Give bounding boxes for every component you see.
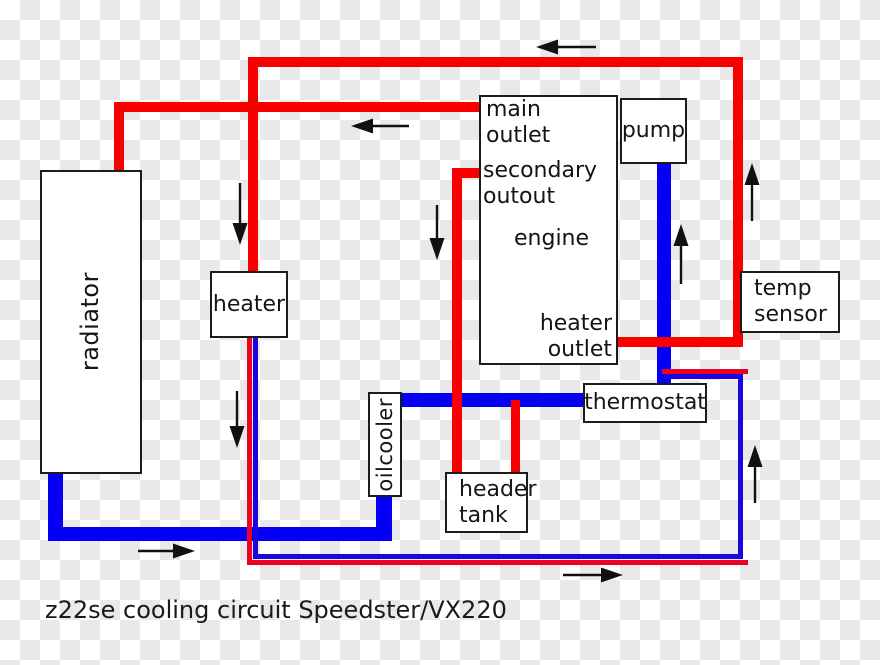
node-engine	[479, 95, 618, 365]
node-oilcooler: oilcooler	[368, 392, 402, 497]
engine-port-main-outlet: main outlet	[486, 97, 551, 148]
pipe-red-heater-outlet	[618, 337, 743, 347]
node-header-tank: header tank	[445, 472, 537, 533]
node-temp-sensor-label: temp sensor	[754, 276, 827, 327]
node-pump: pump	[620, 98, 687, 164]
flow-arrow-left-main-icon	[351, 118, 409, 134]
pipe-thinblue-heater-return	[253, 338, 258, 559]
flow-arrow-up-bottomright-icon	[747, 445, 763, 503]
pipe-thinred-bottom	[247, 560, 748, 565]
pipe-thinblue-right-up	[738, 374, 743, 559]
pipe-red-main-outlet	[114, 102, 479, 112]
pipe-blue-bottom	[48, 527, 392, 541]
flow-arrow-up-right-icon	[744, 163, 760, 221]
node-thermostat-label: thermostat	[584, 390, 706, 416]
flow-arrow-down-secondary-icon	[429, 205, 445, 260]
node-temp-sensor: temp sensor	[740, 271, 840, 333]
node-pump-label: pump	[621, 118, 686, 144]
node-heater-label: heater	[212, 291, 286, 317]
pipe-red-right-down	[733, 57, 743, 347]
node-radiator: radiator	[40, 170, 142, 474]
pipe-thinblue-thermo-link	[664, 374, 743, 379]
engine-title: engine	[514, 226, 590, 251]
node-thermostat: thermostat	[583, 383, 707, 423]
pipe-thinred-heater-return	[247, 338, 252, 565]
flow-arrow-left-top-icon	[536, 39, 596, 55]
pipe-thinred-thermo-link	[662, 369, 748, 374]
node-radiator-label: radiator	[76, 272, 105, 372]
pipe-blue-oilcooler-thermostat	[398, 393, 585, 407]
pipe-red-heater-feed	[248, 57, 258, 271]
flow-arrow-right-return-icon	[563, 567, 623, 583]
pipe-red-header-tank	[511, 400, 520, 472]
pipe-red-secondary-h	[452, 168, 480, 178]
engine-port-heater-outlet: heater outlet	[539, 311, 612, 362]
pipe-red-top	[248, 57, 743, 67]
pipe-blue-radiator-down	[48, 474, 63, 541]
flow-arrow-up-pump-icon	[673, 224, 689, 284]
pipe-blue-pump-down	[657, 163, 671, 384]
node-oilcooler-label: oilcooler	[372, 397, 397, 492]
diagram-caption: z22se cooling circuit Speedster/VX220	[45, 596, 507, 624]
node-header-tank-label: header tank	[459, 476, 537, 528]
flow-arrow-down-heater-icon	[232, 183, 248, 245]
pipe-red-radiator-feed	[114, 102, 124, 170]
pipe-thinblue-bottom	[253, 554, 743, 559]
flow-arrow-down-radreturn-icon	[229, 391, 245, 448]
flow-arrow-right-bottom-icon	[138, 543, 195, 559]
engine-port-secondary-outout: secondary outout	[483, 158, 598, 209]
node-heater: heater	[210, 271, 288, 338]
pipe-red-secondary-down	[452, 168, 462, 472]
